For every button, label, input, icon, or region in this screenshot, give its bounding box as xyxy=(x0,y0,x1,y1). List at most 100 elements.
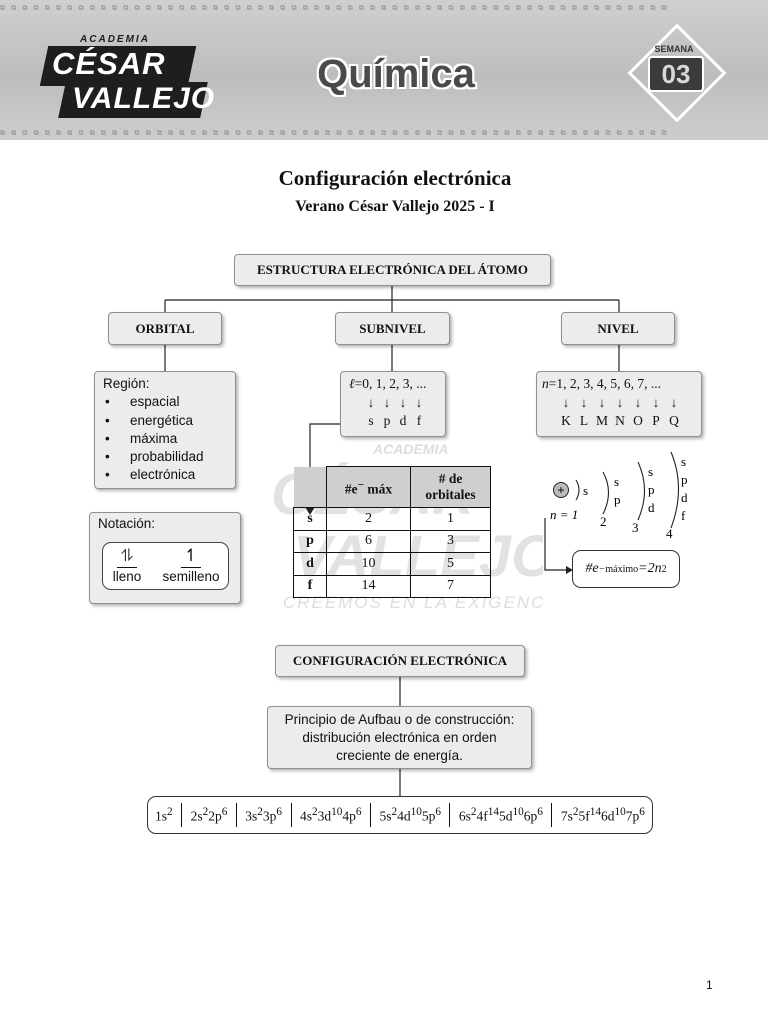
region-item: energética xyxy=(103,412,227,431)
atom-shells-diagram: + s s p s p d s p d f n = 1 2 3 4 xyxy=(550,451,688,541)
config-separator xyxy=(290,803,292,827)
down-arrow-icon: ↓ xyxy=(598,395,606,410)
l-symbol: ℓ xyxy=(349,376,355,391)
down-arrow-icon: ↓ xyxy=(367,395,375,410)
shell-number: 3 xyxy=(632,520,639,535)
week-badge: SEMANA 03 xyxy=(627,23,727,123)
nucleus-sign: + xyxy=(557,483,564,498)
n-mapping: ↓ ↓ ↓ ↓ ↓ ↓ ↓ K L M N O P Q xyxy=(557,394,683,430)
down-arrow-icon: ↓ xyxy=(652,395,660,410)
config-separator xyxy=(369,803,371,827)
down-arrow-icon: ↓ xyxy=(383,395,391,410)
l-mapping: ↓ ↓ ↓ ↓ s p d f xyxy=(363,394,427,430)
logo-academia: ACADEMIA xyxy=(80,34,150,45)
down-arrow-icon: ↓ xyxy=(399,395,407,410)
config-separator xyxy=(181,803,183,827)
nivel-letter: L xyxy=(579,413,589,428)
orbital-region-box: Región: espacial energética máxima proba… xyxy=(94,371,236,489)
config-separator xyxy=(449,803,451,827)
subnivel-letter: f xyxy=(416,413,422,428)
l-values: =0, 1, 2, 3, ... xyxy=(354,376,427,391)
region-item: máxima xyxy=(103,430,227,449)
nivel-letter: M xyxy=(595,413,608,428)
atomic-structure-box: ESTRUCTURA ELECTRÓNICA DEL ÁTOMO xyxy=(234,254,551,286)
orbital-box: ORBITAL xyxy=(108,312,222,345)
down-arrow-icon: ↓ xyxy=(616,395,624,410)
config-group: 7s25f146d107p6 xyxy=(560,805,645,824)
shell-arc-2 xyxy=(602,471,610,515)
down-arrow-icon: ↓ xyxy=(670,395,678,410)
region-item: probabilidad xyxy=(103,448,227,467)
config-separator xyxy=(551,803,553,827)
shell-arc-3 xyxy=(637,461,646,521)
shell-arc-4 xyxy=(670,451,679,529)
shell-number: 2 xyxy=(600,514,607,529)
l-values-line: ℓ=0, 1, 2, 3, ... xyxy=(349,376,426,392)
down-arrow-icon: ↓ xyxy=(634,395,642,410)
config-group: 5s24d105p6 xyxy=(379,805,441,824)
nivel-letter: P xyxy=(652,413,660,428)
header-pattern-bottom: ⧉ ⧉ ⧉ ⧉ ⧉ ⧉ ⧉ ⧉ ⧉ ⧉ ⧉ ⧉ ⧉ ⧉ ⧉ ⧉ ⧉ ⧉ ⧉ ⧉ … xyxy=(0,129,668,137)
config-group: 3s23p6 xyxy=(245,805,283,824)
notation-box: Notación: ⥮ lleno ↿ semilleno xyxy=(89,512,241,604)
region-list: espacial energética máxima probabilidad … xyxy=(103,393,227,485)
nivel-box: NIVEL xyxy=(561,312,675,345)
down-arrow-icon: ↓ xyxy=(580,395,588,410)
region-item: electrónica xyxy=(103,466,227,485)
page-title: Configuración electrónica xyxy=(278,166,512,190)
level1-label: n = 1 xyxy=(550,507,578,522)
logo-line2: VALLEJO xyxy=(72,82,216,115)
svg-text:d: d xyxy=(681,490,688,505)
shell1-sub: s xyxy=(583,483,588,498)
svg-text:s: s xyxy=(681,454,686,469)
svg-text:d: d xyxy=(648,500,655,515)
config-group: 4s23d104p6 xyxy=(299,805,362,824)
subject-title: Química xyxy=(317,52,475,96)
half-orbital: ↿ semilleno xyxy=(155,547,227,584)
nivel-letter: O xyxy=(633,413,643,428)
electron-config-title-box: CONFIGURACIÓN ELECTRÓNICA xyxy=(275,645,525,677)
academy-logo: ACADEMIA CÉSAR VALLEJO xyxy=(39,34,214,124)
page-number: 1 xyxy=(706,978,713,992)
config-group: 6s24f145d106p6 xyxy=(458,805,543,824)
notation-inner: ⥮ lleno ↿ semilleno xyxy=(102,542,229,590)
electron-config-sequence: 1s2 2s22p6 3s23p6 4s23d104p6 5s24d105p6 … xyxy=(147,796,653,834)
subnivel-letter: p xyxy=(383,413,391,428)
n-symbol: n xyxy=(542,376,549,391)
subnivel-box: SUBNIVEL xyxy=(335,312,450,345)
header-pattern-top: ⧉ ⧉ ⧉ ⧉ ⧉ ⧉ ⧉ ⧉ ⧉ ⧉ ⧉ ⧉ ⧉ ⧉ ⧉ ⧉ ⧉ ⧉ ⧉ ⧉ … xyxy=(0,4,668,12)
logo-line1: CÉSAR xyxy=(52,46,166,81)
full-orbital-arrows-icon: ⥮ xyxy=(117,547,137,568)
region-item: espacial xyxy=(103,393,227,412)
nivel-values-box: n=1, 2, 3, 4, 5, 6, 7, ... ↓ ↓ ↓ ↓ ↓ ↓ ↓… xyxy=(536,371,702,437)
emax-header: #e− máx xyxy=(326,466,411,508)
down-arrow-icon: ↓ xyxy=(562,395,570,410)
nivel-letter: N xyxy=(615,413,625,428)
down-arrow-icon: ↓ xyxy=(415,395,423,410)
config-separator xyxy=(235,803,237,827)
nucleus-icon xyxy=(553,482,569,498)
svg-text:s: s xyxy=(614,474,619,489)
nivel-letter: Q xyxy=(669,413,679,428)
svg-text:p: p xyxy=(648,482,655,497)
week-number: 03 xyxy=(648,56,704,92)
nivel-letter: K xyxy=(561,413,571,428)
svg-text:p: p xyxy=(614,492,621,507)
half-orbital-label: semilleno xyxy=(162,569,220,584)
region-title: Región: xyxy=(103,376,150,391)
n-values: =1, 2, 3, 4, 5, 6, 7, ... xyxy=(548,376,661,391)
svg-text:p: p xyxy=(681,472,688,487)
subnivel-letter: s xyxy=(368,413,374,428)
n-values-line: n=1, 2, 3, 4, 5, 6, 7, ... xyxy=(542,376,661,392)
page-subtitle: Verano César Vallejo 2025 - I xyxy=(295,198,495,215)
subnivel-values-box: ℓ=0, 1, 2, 3, ... ↓ ↓ ↓ ↓ s p d f xyxy=(340,371,446,437)
shell-arc-1 xyxy=(575,479,580,501)
shell-number: 4 xyxy=(666,526,673,541)
